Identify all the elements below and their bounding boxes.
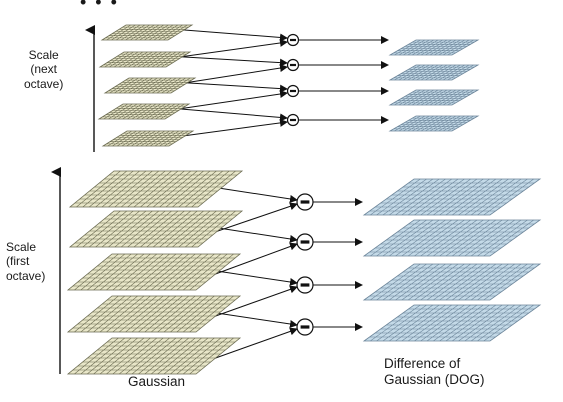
subtract-node-next-1 (286, 33, 300, 47)
dog-plane-next-2 (388, 64, 480, 81)
arrow-first-g5-to-sub (209, 327, 298, 361)
dog-plane-first-1 (362, 178, 542, 216)
dog-plane-first-2 (362, 219, 542, 257)
arrow-next-g1-to-sub (177, 29, 288, 42)
arrow-next-g4-to-sub (174, 108, 288, 122)
arrow-next-g4-to-sub (174, 90, 288, 110)
arrow-first-g4-to-sub (209, 285, 298, 319)
gaussian-plane-next-2 (98, 51, 192, 68)
ellipsis-more-octaves: • • • (80, 0, 119, 12)
subtract-node-next-4 (286, 113, 300, 127)
gaussian-plane-first-2 (68, 210, 244, 248)
gaussian-plane-first-4 (66, 295, 242, 333)
arrow-first-g2-to-sub (211, 226, 298, 243)
dog-label: Difference of Gaussian (DOG) (384, 356, 485, 388)
scale-first-octave-label: Scale (first octave) (6, 240, 46, 283)
subtract-node-next-3 (286, 84, 300, 98)
arrow-next-g2-to-sub (175, 56, 288, 67)
dog-plane-first-4 (362, 304, 542, 342)
gaussian-plane-next-5 (101, 130, 195, 147)
subtract-node-first-1 (296, 193, 314, 211)
arrow-first-g3-to-sub (209, 269, 298, 286)
dog-plane-next-4 (388, 115, 480, 132)
gaussian-plane-next-4 (97, 103, 191, 120)
subtract-node-first-4 (296, 318, 314, 336)
dog-plane-next-1 (388, 39, 480, 56)
arrow-next-g3-to-sub (180, 82, 288, 93)
arrow-next-g3-to-sub (180, 64, 288, 84)
arrow-first-g2-to-sub (211, 202, 298, 234)
gaussian-plane-next-3 (103, 77, 197, 94)
arrow-first-g3-to-sub (209, 242, 298, 277)
arrow-next-g5-to-sub (178, 118, 288, 137)
subtract-node-next-2 (286, 58, 300, 72)
gaussian-plane-first-3 (66, 253, 242, 291)
gaussian-plane-first-5 (66, 337, 242, 375)
gaussian-plane-first-1 (68, 170, 244, 208)
dog-plane-next-3 (388, 89, 480, 106)
subtract-node-first-2 (296, 233, 314, 251)
dog-plane-first-3 (362, 263, 542, 301)
gaussian-label: Gaussian (128, 374, 186, 389)
gaussian-plane-next-1 (100, 24, 194, 41)
arrow-first-g4-to-sub (209, 311, 298, 328)
arrow-first-g1-to-sub (211, 186, 298, 203)
arrow-next-g2-to-sub (175, 39, 288, 58)
subtract-node-first-3 (296, 276, 314, 294)
scale-next-octave-label: Scale (next octave) (24, 48, 64, 91)
